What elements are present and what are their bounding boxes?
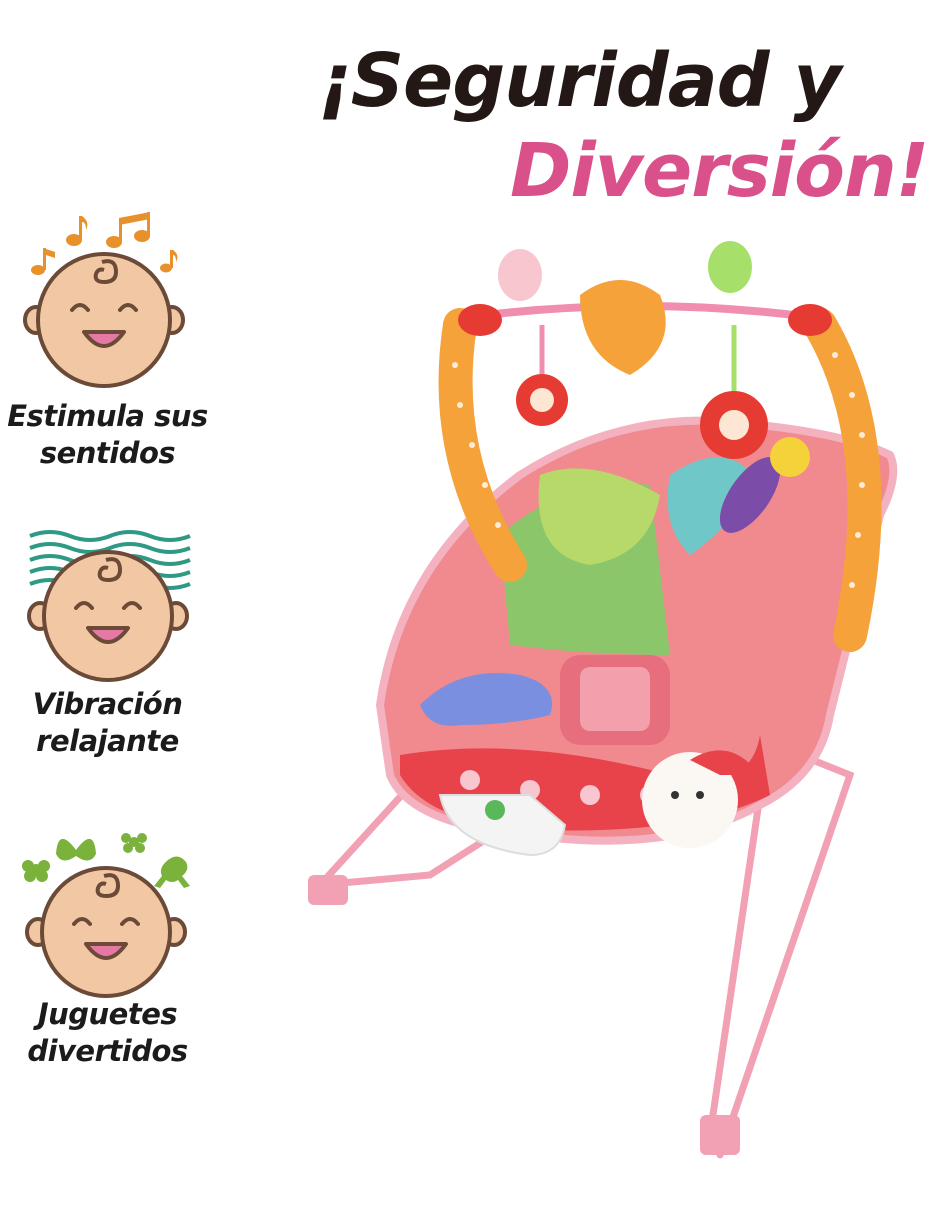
feature-1-line-2: sentidos [39, 436, 176, 470]
baby-face [27, 550, 189, 682]
headline-line-1: ¡Seguridad y [318, 38, 842, 124]
toy-orange-butterfly [580, 280, 666, 375]
butterfly-flower-frog-icon [22, 833, 190, 888]
baby-face-vibration-icon [27, 530, 191, 682]
feature-3-line-1: Juguetes [37, 997, 178, 1031]
baby-bouncer-image [308, 241, 898, 1159]
toy-pink-paddle [498, 249, 542, 301]
seat-tree [538, 468, 660, 565]
vibration-button [485, 800, 505, 820]
toy-bar-arch-right [803, 308, 882, 652]
feature-vibration: Vibración relajante [0, 528, 215, 768]
feature-1-line-1: Estimula sus [7, 399, 208, 433]
headline-line-2: Diversión! [510, 128, 929, 214]
seat-dolphin [420, 673, 552, 726]
feature-stimulate-senses: Estimula sus sentidos [0, 210, 215, 470]
music-notes-icon [31, 212, 178, 275]
feature-2-line-1: Vibración [32, 687, 183, 721]
feature-toys: Juguetes divertidos [0, 820, 215, 1080]
toy-bar-arch-left [438, 308, 527, 582]
seat-mushroom-face [642, 752, 738, 848]
feature-2-line-2: relajante [36, 724, 179, 758]
baby-face-music-icon [23, 212, 185, 388]
vibration-unit [438, 794, 567, 857]
feature-3-line-2: divertidos [27, 1034, 188, 1068]
toy-green-paddle [708, 241, 752, 293]
frame-foot-right [700, 1115, 740, 1155]
frame-foot-left [308, 875, 348, 905]
baby-face [25, 866, 187, 998]
baby-face-toys-icon [22, 833, 190, 998]
baby-face [23, 252, 185, 388]
